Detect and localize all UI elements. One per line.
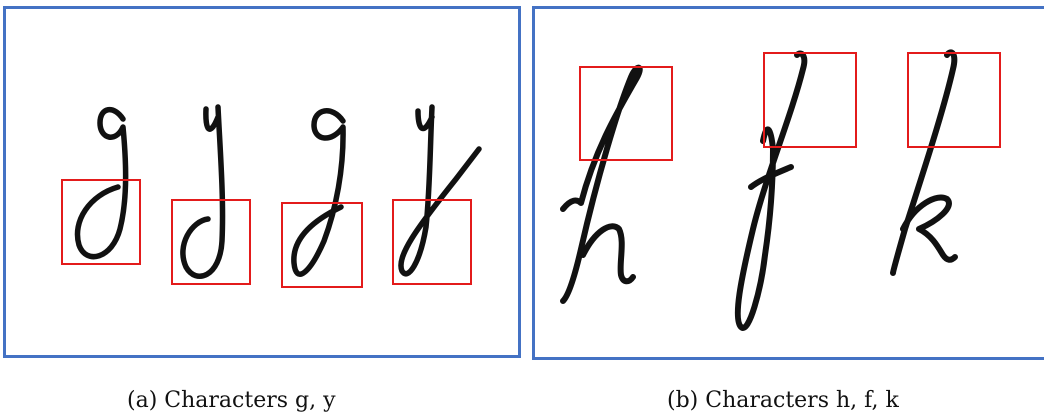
highlight-box-y2-descender bbox=[392, 199, 472, 285]
highlight-box-h-ascender bbox=[579, 66, 673, 161]
subfigure-b-panel bbox=[532, 6, 1044, 360]
highlight-box-f-ascender bbox=[763, 52, 857, 148]
highlight-box-k-ascender bbox=[907, 52, 1001, 148]
handwriting-g-y-image bbox=[74, 104, 482, 279]
subfigure-b-caption: (b) Characters h, f, k bbox=[667, 388, 899, 413]
highlight-box-y1-descender bbox=[171, 199, 251, 285]
highlight-box-g1-descender bbox=[61, 179, 141, 265]
subfigure-a-panel bbox=[3, 6, 521, 358]
highlight-box-g2-descender bbox=[281, 202, 363, 288]
subfigure-a-caption: (a) Characters g, y bbox=[127, 388, 336, 413]
